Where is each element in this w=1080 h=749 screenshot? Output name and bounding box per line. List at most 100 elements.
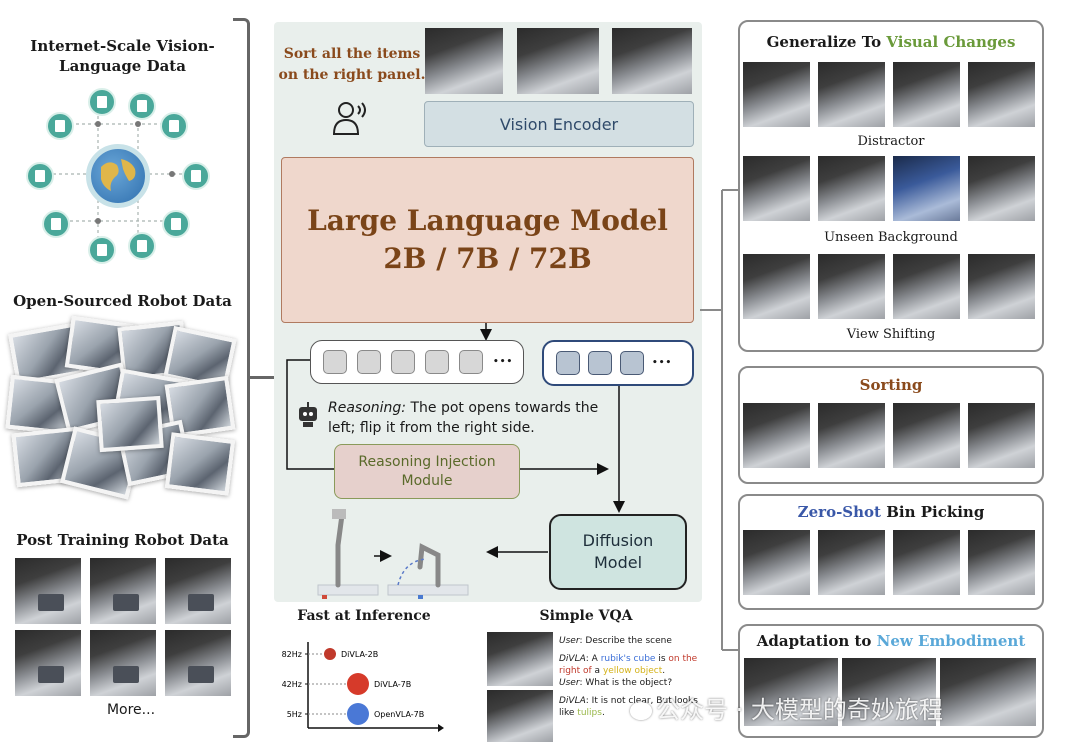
background-caption: Unseen Background (824, 230, 958, 245)
background-image (893, 156, 960, 221)
generalize-title: Generalize To Visual Changes (766, 33, 1016, 51)
distractor-image (893, 62, 960, 127)
llm-title: Large Language Model (307, 204, 668, 237)
reasoning-text: Reasoning: The pot opens towards the lef… (328, 400, 599, 436)
sorting-image (818, 403, 885, 468)
background-image (818, 156, 885, 221)
vqa-image (487, 632, 553, 686)
brace-connector (248, 376, 274, 379)
token (323, 350, 347, 374)
data-node-icon (88, 236, 116, 264)
input-image (612, 28, 692, 94)
robot-arm-illustration (317, 509, 469, 599)
bin-picking-image (743, 530, 810, 595)
token-ellipsis: ••• (493, 357, 514, 367)
data-node-icon (182, 162, 210, 190)
vqa-a2-line2: like tulips. (559, 708, 605, 718)
distractor-image (818, 62, 885, 127)
data-node-icon (128, 92, 156, 120)
distractor-image (968, 62, 1035, 127)
vqa-a1: DiVLA: A rubik's cube is on the right of… (559, 654, 698, 676)
inference-title: Fast at Inference (297, 608, 431, 624)
input-image (517, 28, 599, 94)
token (556, 351, 580, 375)
view-shift-image (818, 254, 885, 319)
data-node-icon (88, 88, 116, 116)
instruction-text: Sort all the items on the right panel. (278, 46, 426, 83)
more-label: More... (106, 702, 156, 718)
internet-data-title: Internet-Scale Vision- Language Data (30, 37, 215, 75)
open-source-photo-pile (5, 315, 237, 500)
post-training-image (15, 558, 81, 624)
data-node-icon (160, 112, 188, 140)
post-training-image (90, 630, 156, 696)
post-training-image (15, 630, 81, 696)
view-shift-image (968, 254, 1035, 319)
inference-point (347, 673, 369, 695)
inference-model-label: DiVLA-7B (374, 680, 411, 689)
data-node-icon (162, 210, 190, 238)
token (391, 350, 415, 374)
vqa-q1: User: Describe the scene (559, 636, 672, 646)
distractor-caption: Distractor (857, 134, 925, 149)
watermark: 公众号 · 大模型的奇妙旅程 (630, 690, 943, 725)
action-token-row: ••• (542, 340, 694, 386)
vqa-dialog: User: Describe the scene DiVLA: A rubik'… (559, 635, 709, 719)
data-node-icon (42, 210, 70, 238)
sorting-image (968, 403, 1035, 468)
bin-picking-title: Zero-Shot Bin Picking (797, 503, 985, 521)
token-ellipsis: ••• (652, 358, 673, 368)
robot-photo (96, 395, 164, 453)
data-node-icon (46, 112, 74, 140)
vqa-title: Simple VQA (539, 608, 633, 624)
token (425, 350, 449, 374)
view-caption: View Shifting (846, 327, 936, 342)
vqa-image (487, 690, 553, 742)
post-training-image (165, 630, 231, 696)
view-shift-image (893, 254, 960, 319)
distractor-image (743, 62, 810, 127)
sorting-title: Sorting (859, 376, 923, 394)
token (620, 351, 644, 375)
bin-picking-image (968, 530, 1035, 595)
background-image (968, 156, 1035, 221)
input-image (425, 28, 503, 94)
data-node-icon (26, 162, 54, 190)
embodiment-image (744, 658, 838, 726)
inference-model-label: DiVLA-2B (341, 650, 378, 659)
token (357, 350, 381, 374)
diffusion-model-box: Diffusion Model (549, 514, 687, 590)
reasoning-injection-box: Reasoning Injection Module (334, 444, 520, 499)
embodiment-title: Adaptation to New Embodiment (756, 632, 1026, 650)
robot-photo (164, 432, 236, 496)
data-node-icon (128, 232, 156, 260)
vqa-a2: DiVLA: It is not clear, But looks (559, 696, 698, 706)
bin-picking-image (893, 530, 960, 595)
token (588, 351, 612, 375)
background-image (743, 156, 810, 221)
post-training-image (165, 558, 231, 624)
llm-box: Large Language Model 2B / 7B / 72B (281, 157, 694, 323)
embodiment-image (940, 658, 1036, 726)
token (459, 350, 483, 374)
embodiment-image (842, 658, 936, 726)
inference-point (324, 648, 336, 660)
robot-head-icon (299, 402, 317, 427)
wechat-icon (630, 702, 652, 720)
flow-arrows (286, 323, 625, 562)
open-source-data-title: Open-Sourced Robot Data (13, 292, 232, 310)
inference-hz-label: 42Hz (282, 680, 302, 689)
post-training-data-title: Post Training Robot Data (16, 531, 229, 549)
inference-model-label: OpenVLA-7B (374, 710, 424, 719)
inference-hz-label: 82Hz (282, 650, 302, 659)
inference-hz-label: 5Hz (287, 710, 302, 719)
vqa-q2: User: What is the object? (559, 678, 673, 688)
reasoning-label: Reasoning: (328, 400, 407, 416)
vision-encoder-box: Vision Encoder (424, 101, 694, 147)
inference-chart: 82Hz DiVLA-2B 42Hz DiVLA-7B 5Hz OpenVLA-7B (282, 642, 444, 732)
sorting-image (743, 403, 810, 468)
inference-point (347, 703, 369, 725)
llm-sizes: 2B / 7B / 72B (383, 242, 592, 275)
globe-icon (86, 144, 150, 208)
sorting-image (893, 403, 960, 468)
